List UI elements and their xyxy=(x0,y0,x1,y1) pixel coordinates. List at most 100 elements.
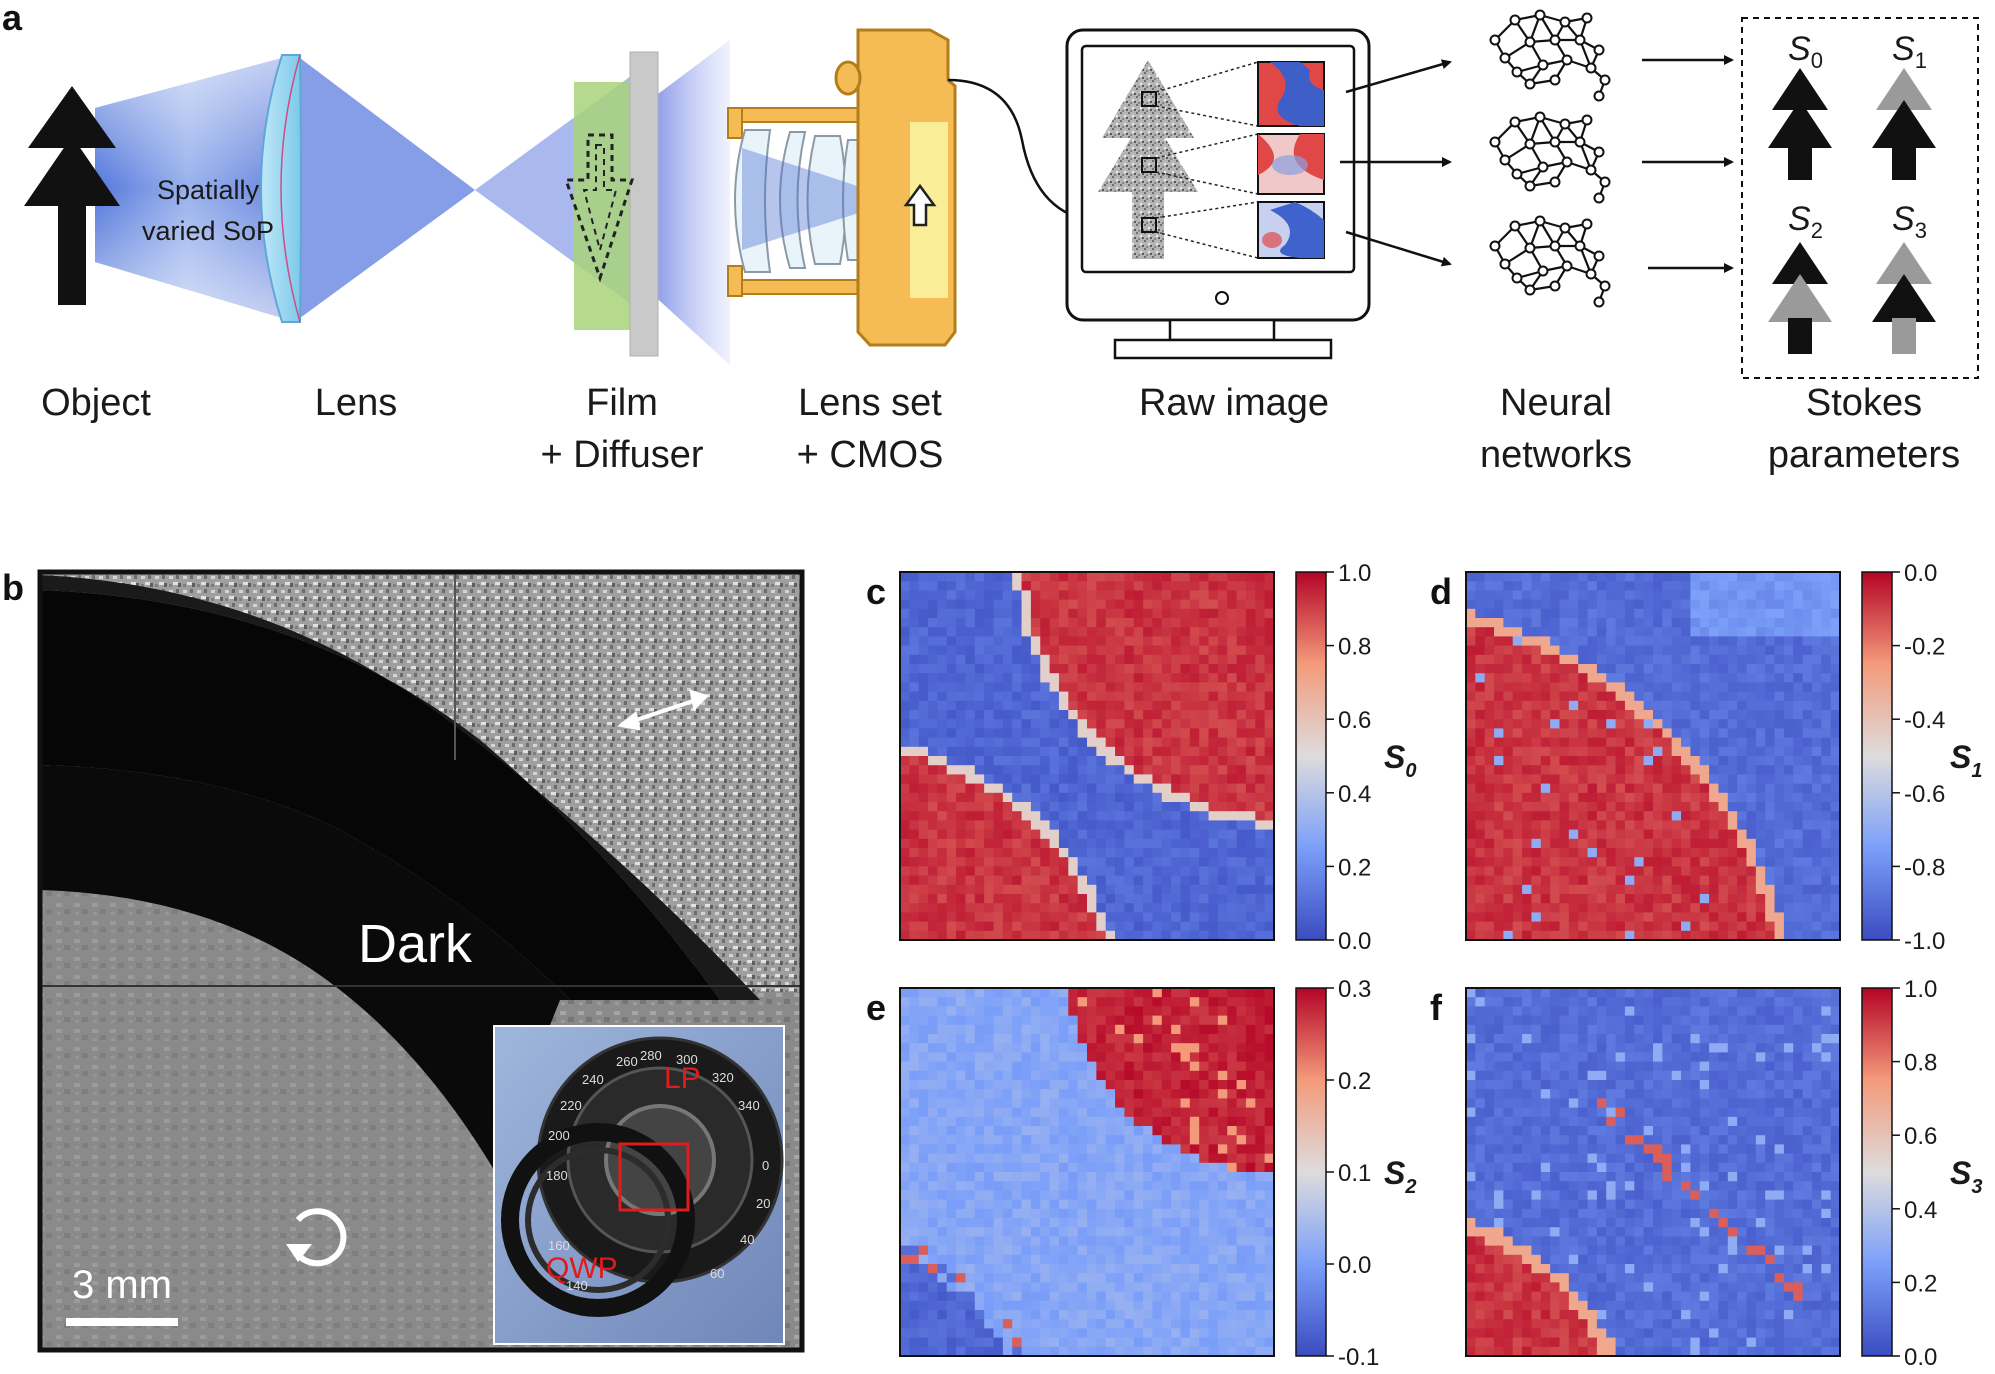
heatmap-cell xyxy=(1596,719,1607,729)
heatmap-cell xyxy=(1484,664,1495,674)
heatmap-cell xyxy=(1634,921,1645,932)
heatmap-cell xyxy=(993,1245,1004,1256)
heatmap-cell xyxy=(1161,857,1172,867)
heatmap-cell xyxy=(900,820,910,831)
heatmap-cell xyxy=(974,691,985,702)
heatmap-cell xyxy=(1615,654,1626,665)
heatmap-cell xyxy=(928,700,938,711)
heatmap-cell xyxy=(1143,590,1154,601)
heatmap-cell xyxy=(1662,719,1673,729)
heatmap-cell xyxy=(1484,737,1495,748)
heatmap-cell xyxy=(937,997,948,1007)
heatmap-cell xyxy=(1068,1254,1079,1265)
heatmap-cell xyxy=(993,1162,1004,1173)
heatmap-cell xyxy=(1105,719,1116,729)
heatmap-cell xyxy=(1199,894,1210,904)
heatmap-cell xyxy=(1531,756,1542,766)
heatmap-cell xyxy=(1189,636,1200,647)
heatmap-cell xyxy=(1152,1153,1163,1164)
panel-letter: f xyxy=(1430,987,1443,1028)
heatmap-cell xyxy=(1199,903,1210,913)
heatmap-cell xyxy=(1783,848,1794,858)
heatmap-cell xyxy=(1727,719,1738,729)
heatmap-cell xyxy=(1503,664,1514,674)
heatmap-cell xyxy=(1255,875,1266,886)
heatmap-cell xyxy=(965,1034,976,1044)
heatmap-cell xyxy=(1199,1070,1210,1081)
heatmap-cell xyxy=(1830,627,1841,637)
heatmap-cell xyxy=(1690,645,1701,656)
heatmap-cell xyxy=(1671,618,1682,628)
heatmap-cell xyxy=(1161,1052,1172,1063)
heatmap-cell xyxy=(1746,664,1757,674)
heatmap-cell xyxy=(1002,1052,1013,1063)
heatmap-cell xyxy=(1087,802,1097,812)
heatmap-cell xyxy=(965,1300,976,1311)
heatmap-cell xyxy=(1096,1043,1107,1053)
heatmap-cell xyxy=(1058,1015,1069,1026)
heatmap-cell xyxy=(1709,802,1720,812)
heatmap-cell xyxy=(1161,866,1172,877)
heatmap-cell xyxy=(1180,1153,1191,1164)
heatmap-cell xyxy=(1662,838,1673,849)
heatmap-cell xyxy=(946,756,957,766)
heatmap-cell xyxy=(1049,700,1060,711)
heatmap-cell xyxy=(1503,654,1514,665)
heatmap-cell xyxy=(1512,654,1523,665)
heatmap-cell xyxy=(918,1273,929,1283)
colorbar-tick-label: 0.4 xyxy=(1338,781,1371,808)
heatmap-cell xyxy=(900,1273,910,1283)
stage-label-object: Object xyxy=(41,382,151,424)
heatmap-cell xyxy=(1522,682,1533,693)
heatmap-cell xyxy=(1133,1199,1144,1210)
heatmap-cell xyxy=(993,1098,1004,1109)
heatmap-cell xyxy=(1040,988,1051,998)
heatmap-cell xyxy=(1189,997,1200,1007)
heatmap-cell xyxy=(1171,1089,1182,1099)
heatmap-cell xyxy=(1606,774,1617,785)
heatmap-cell xyxy=(1180,1162,1191,1173)
heatmap-cell xyxy=(1068,1208,1079,1219)
heatmap-cell xyxy=(1096,1218,1107,1228)
heatmap-cell xyxy=(1171,875,1182,886)
heatmap-cell xyxy=(1227,1126,1238,1136)
heatmap-cell xyxy=(1830,682,1841,693)
heatmap-cell xyxy=(1227,673,1238,683)
heatmap-cell xyxy=(1068,1264,1079,1274)
heatmap-cell xyxy=(1096,1162,1107,1173)
heatmap-cell xyxy=(1152,1190,1163,1201)
heatmap-cell xyxy=(1012,903,1023,913)
heatmap-cell xyxy=(1171,1034,1182,1044)
heatmap-cell xyxy=(1199,1291,1210,1302)
heatmap-cell xyxy=(1737,820,1748,831)
heatmap-cell xyxy=(1133,627,1144,637)
heatmap-cell xyxy=(1199,581,1210,591)
heatmap-cell xyxy=(1718,912,1729,923)
heatmap-cell xyxy=(1021,1006,1032,1017)
heatmap-cell xyxy=(1821,857,1832,867)
heatmap-cell xyxy=(1115,1024,1125,1035)
heatmap-cell xyxy=(1096,1153,1107,1164)
heatmap-cell xyxy=(1189,1024,1200,1035)
heatmap-cell xyxy=(984,829,995,840)
heatmap-cell xyxy=(1550,792,1561,803)
heatmap-cell xyxy=(1821,608,1832,619)
heatmap-cell xyxy=(1236,1254,1247,1265)
heatmap-cell xyxy=(1077,802,1088,812)
heatmap-cell xyxy=(1578,866,1589,877)
heatmap-cell xyxy=(1171,884,1182,895)
heatmap-cell xyxy=(918,1144,929,1155)
heatmap-cell xyxy=(1133,608,1144,619)
heatmap-cell xyxy=(1152,1107,1163,1118)
heatmap-cell xyxy=(1087,1024,1097,1035)
heatmap-cell xyxy=(1718,710,1729,720)
heatmap-cell xyxy=(1189,1052,1200,1063)
heatmap-cell xyxy=(1115,894,1125,904)
colorbar-tick-label: -0.8 xyxy=(1904,854,1945,881)
heatmap-cell xyxy=(1189,792,1200,803)
heatmap-cell xyxy=(974,997,985,1007)
heatmap-cell xyxy=(1115,1282,1125,1293)
heatmap-cell xyxy=(1021,1135,1032,1145)
heatmap-cell xyxy=(1475,802,1486,812)
heatmap-cell xyxy=(956,1273,967,1283)
